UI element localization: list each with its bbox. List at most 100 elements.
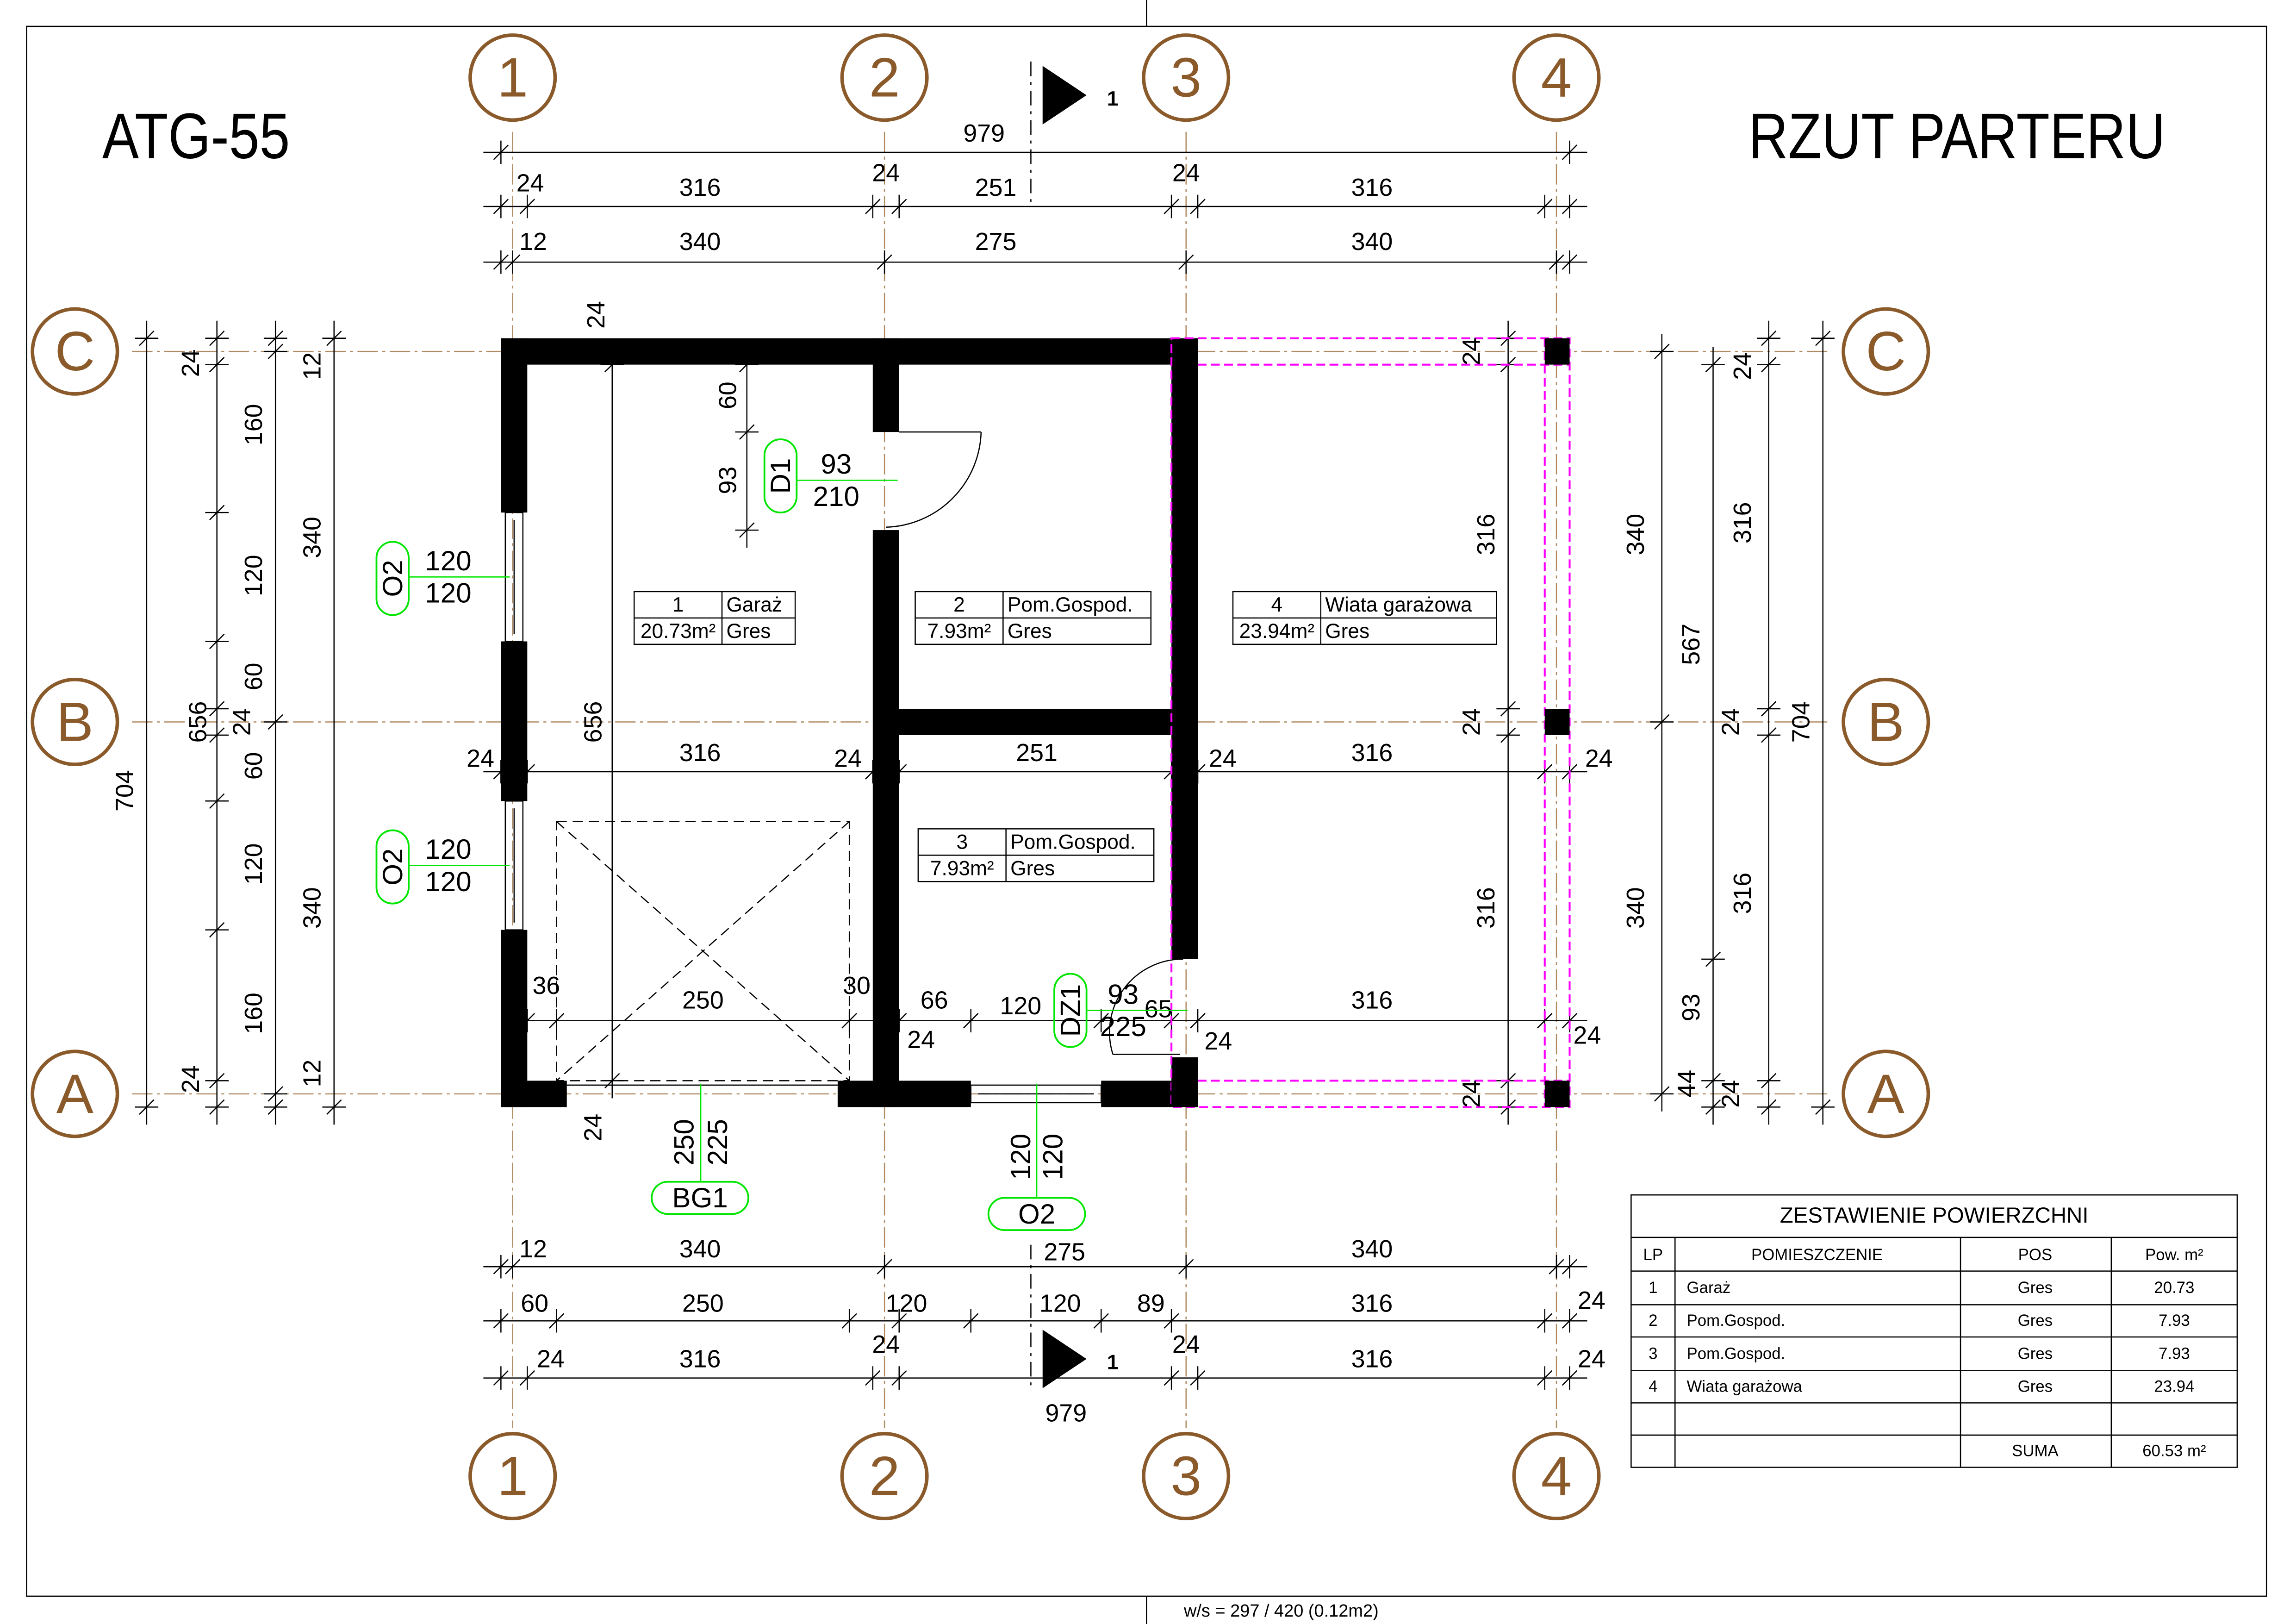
- opening-height: 225: [702, 1119, 733, 1165]
- dimension-label: 60: [714, 381, 742, 409]
- dimension-label: 316: [1729, 873, 1756, 914]
- axis-label: 1: [497, 47, 528, 109]
- opening-width: 250: [668, 1119, 699, 1165]
- axis-label: 3: [1170, 1445, 1201, 1507]
- opening-height: 225: [1100, 1011, 1146, 1042]
- room-area: 23.94m²: [1239, 620, 1314, 643]
- table-header: Pow. m²: [2145, 1246, 2203, 1264]
- dimension-label: 316: [679, 1345, 721, 1373]
- dimension-label: 60: [240, 662, 268, 690]
- dimension-label: 24: [228, 708, 255, 736]
- dimension-label: 24: [537, 1345, 565, 1373]
- dimension-label: 340: [1351, 228, 1393, 256]
- dimension-label: 65: [1145, 995, 1172, 1023]
- carport-outline: [1170, 337, 1571, 1108]
- axis-bubble: [1842, 1049, 1930, 1138]
- axis-bubble: [468, 33, 557, 122]
- axis-label: B: [56, 691, 93, 753]
- axis-bubble: [840, 33, 929, 122]
- opening-width: 93: [1108, 979, 1139, 1010]
- dimension-label: 316: [1351, 739, 1393, 767]
- dimension-label: 340: [679, 1235, 721, 1263]
- walls: [501, 338, 1198, 1107]
- dimension-label: 979: [963, 119, 1005, 147]
- axis-bubble: [1142, 1431, 1231, 1521]
- dimension-label: 24: [872, 1330, 900, 1358]
- dimension-label: 160: [240, 404, 268, 445]
- room-name: Pom.Gospod.: [1008, 593, 1133, 616]
- dimension-label: 275: [975, 228, 1017, 256]
- table-sum-label: SUMA: [2012, 1443, 2059, 1460]
- axis-bubble: [31, 307, 119, 396]
- dimension-label: 120: [1000, 992, 1041, 1020]
- axis-bubble: [468, 1431, 557, 1521]
- axis-label: 2: [869, 47, 900, 109]
- opening-tag: D1: [765, 458, 796, 494]
- table-cell-room: Wiata garażowa: [1687, 1378, 1803, 1396]
- dimension-label: 24: [834, 745, 862, 773]
- dimension-label: 24: [1574, 1021, 1601, 1049]
- dimension-label: 24: [872, 159, 900, 187]
- dimension-label: 316: [679, 739, 721, 767]
- dimension-label: 24: [177, 1065, 205, 1093]
- dimension-label: 24: [467, 745, 494, 773]
- opening-tag: O2: [1018, 1199, 1055, 1230]
- axis-label: B: [1867, 691, 1904, 753]
- dimension-label: 24: [1729, 352, 1756, 380]
- sheet-frame: [26, 0, 2267, 1624]
- room-number: 4: [1271, 593, 1283, 616]
- room-number: 2: [953, 593, 965, 616]
- opening-height: 120: [425, 578, 471, 609]
- dimension-label: 24: [1717, 1080, 1744, 1108]
- section-label-bottom: 1: [1107, 1351, 1119, 1374]
- axis-label: 2: [869, 1445, 900, 1507]
- opening-tag: O2: [377, 849, 408, 886]
- dimension-label: 704: [1787, 701, 1815, 743]
- dimension-label: 316: [679, 174, 721, 201]
- dimension-label: 24: [1172, 1330, 1200, 1358]
- opening-tag: BG1: [672, 1182, 728, 1213]
- table-cell-room: Pom.Gospod.: [1687, 1345, 1786, 1362]
- dimension-label: 340: [298, 517, 326, 558]
- post: [1544, 338, 1570, 365]
- room-floor: Gres: [1325, 620, 1369, 643]
- dimension-label: 251: [975, 174, 1017, 201]
- dimension-label: 656: [579, 701, 607, 743]
- table-cell-area: 20.73: [2154, 1279, 2194, 1297]
- dimension-label: 979: [1045, 1399, 1087, 1427]
- room-name: Pom.Gospod.: [1010, 831, 1136, 853]
- dimension-label: 316: [1351, 986, 1393, 1014]
- room-floor: Gres: [726, 620, 771, 643]
- dimension-label: 24: [1209, 745, 1237, 773]
- table-cell-lp: 3: [1649, 1345, 1657, 1362]
- dimension-label: 567: [1677, 624, 1705, 665]
- opening-height: 120: [425, 866, 471, 897]
- dimension-label: 24: [1204, 1027, 1232, 1055]
- axis-label: 3: [1170, 47, 1201, 109]
- dimension-label: 340: [679, 228, 721, 256]
- table-header: POS: [2018, 1246, 2052, 1264]
- dimension-label: 30: [843, 972, 871, 999]
- dimension-label: 66: [921, 986, 948, 1014]
- dimension-label: 12: [298, 352, 326, 380]
- dimension-label: 316: [1472, 514, 1500, 556]
- opening-height: 120: [1037, 1134, 1068, 1180]
- post: [1544, 708, 1570, 735]
- axis-bubble: [840, 1431, 929, 1521]
- opening-width: 120: [425, 834, 471, 865]
- dimension-label: 44: [1673, 1070, 1701, 1098]
- dimension-label: 24: [1458, 1080, 1486, 1108]
- axis-label: A: [56, 1063, 93, 1125]
- axis-bubble: [1842, 307, 1930, 396]
- dimension-label: 12: [519, 228, 547, 256]
- opening-tag: DZ1: [1055, 984, 1086, 1037]
- axis-label: 1: [497, 1445, 528, 1507]
- dimension-label: 340: [298, 887, 326, 929]
